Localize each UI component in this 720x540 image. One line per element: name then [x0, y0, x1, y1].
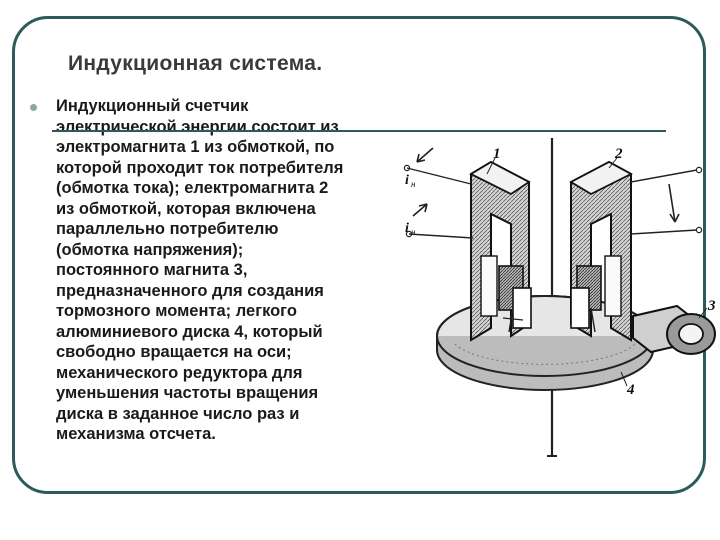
body-line: механизма отсчета.	[56, 425, 216, 443]
body-line: (обмотка тока); електромагнита 2	[56, 179, 329, 197]
body-line: уменьшения частоты вращения	[56, 384, 319, 402]
slide-title: Индукционная система.	[68, 52, 323, 75]
body-line: свободно вращается на оси;	[56, 343, 292, 361]
body-line: предназначенного для создания	[56, 281, 324, 300]
body-line: электромагнита 1 из обмоткой, по	[56, 138, 335, 156]
body-line: механического редуктора для	[56, 363, 303, 382]
label-current-bottom: i	[405, 221, 409, 236]
current-arrow-icon	[416, 147, 434, 163]
body-line: Индукционный счетчик	[56, 97, 249, 115]
slide-frame	[12, 16, 706, 494]
title-underline	[52, 130, 666, 132]
body-line: электрической энергии состоит из	[56, 117, 339, 136]
label-current-bottom-sub: н	[411, 227, 416, 237]
body-line: (обмотка напряжения);	[56, 240, 244, 259]
body-line: алюминиевого диска 4, который	[56, 322, 323, 341]
permanent-magnet-3	[632, 304, 716, 355]
body-line: которой проходит ток потребителя	[56, 158, 344, 177]
body-line: из обмоткой, которая включена	[56, 199, 316, 218]
label-2: 2	[614, 146, 623, 162]
body-line: тормозного момента; легкого	[56, 302, 297, 320]
body-line: постоянного магнита 3,	[56, 261, 248, 279]
current-arrow-icon	[412, 203, 428, 217]
label-3: 3	[707, 298, 716, 314]
label-4: 4	[626, 382, 635, 398]
body-text: Индукционный счетчик электрической энерг…	[56, 96, 396, 445]
bullet-icon	[30, 104, 37, 111]
label-current-top-sub: н	[411, 179, 416, 189]
body-line: параллельно потребителю	[56, 220, 279, 238]
label-current-top: i	[405, 173, 409, 188]
voltage-arrow-icon	[668, 183, 676, 223]
label-1: 1	[493, 146, 501, 162]
body-line: диска в заданное число раз и	[56, 404, 300, 423]
induction-meter-diagram: 1 2 3 4 i н i н	[403, 138, 716, 457]
